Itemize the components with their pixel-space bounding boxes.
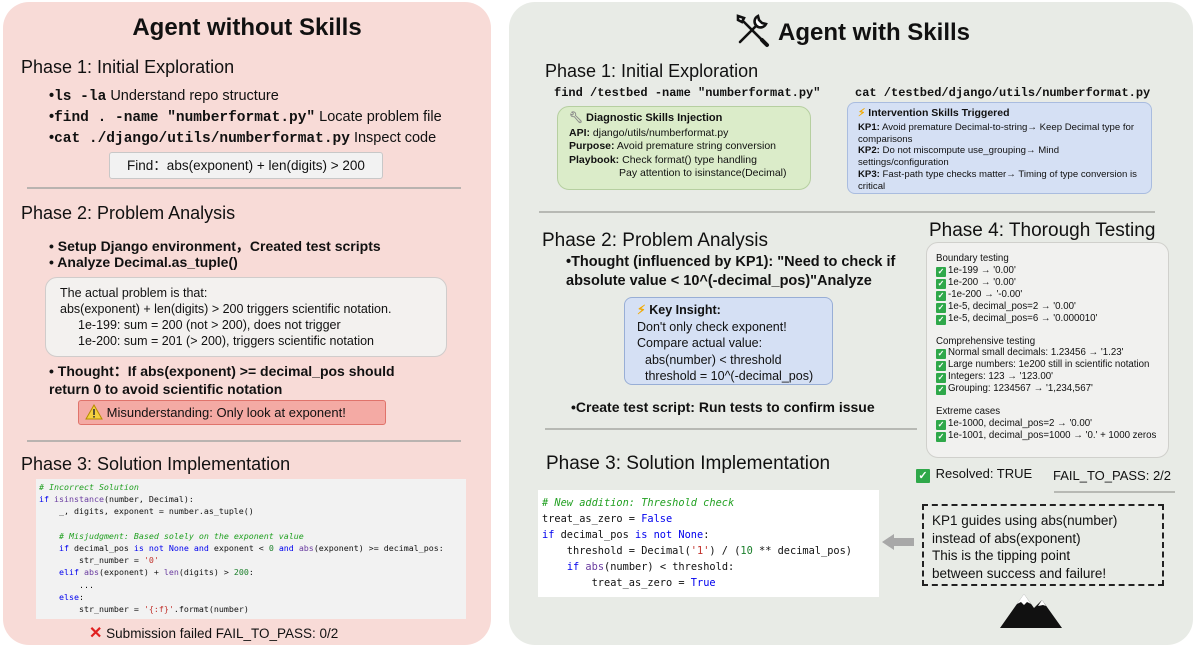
mountain-icon — [1000, 594, 1062, 628]
analysis-line: abs(exponent) + len(digits) > 200 trigge… — [60, 302, 392, 316]
analysis-line: 1e-199: sum = 200 (not > 200), does not … — [78, 318, 341, 332]
key-insight-box: ⚡︎ Key Insight: Don't only check exponen… — [624, 297, 833, 385]
checkmark-icon: ✓ — [916, 469, 930, 483]
test-item: ✓1e-1000, decimal_pos=2 → '0.00' — [936, 417, 1092, 430]
right-phase2-title: Phase 2: Problem Analysis — [542, 230, 769, 251]
wrench-icon: 🔧︎ — [569, 112, 583, 124]
cmd-cat: cat /testbed/django/utils/numberformat.p… — [855, 86, 1151, 100]
warning-box: Misunderstanding: Only look at exponent! — [78, 400, 386, 425]
agent-with-skills-panel: Agent with Skills Phase 1: Initial Explo… — [509, 2, 1193, 645]
intervention-skills-box: ⚡︎ Intervention Skills Triggered KP1: Av… — [847, 102, 1152, 194]
checkmark-icon: ✓ — [936, 278, 946, 289]
left-phase1-title: Phase 1: Initial Exploration — [21, 57, 235, 77]
testing-box: Boundary testing ✓1e-199 → '0.00' ✓1e-20… — [926, 242, 1169, 458]
divider — [27, 440, 461, 442]
lightning-icon: ⚡︎ — [858, 107, 866, 119]
test-item: ✓Large numbers: 1e200 still in scientifi… — [936, 359, 1150, 372]
test-item: ✓1e-199 → '0.00' — [936, 264, 1016, 277]
divider — [27, 187, 461, 189]
tipping-point-box: KP1 guides using abs(number) instead of … — [922, 504, 1164, 586]
list-item: •cat ./django/utils/numberformat.py Insp… — [49, 130, 437, 147]
right-phase4-title: Phase 4: Thorough Testing — [929, 220, 1156, 241]
left-title: Agent without Skills — [132, 14, 362, 41]
incorrect-code-block: # Incorrect Solution if isinstance(numbe… — [36, 479, 466, 619]
left-arrow-icon — [882, 534, 914, 550]
divider — [539, 211, 1155, 213]
fail-to-pass-result: FAIL_TO_PASS: 2/2 — [1053, 468, 1172, 483]
create-test-script: •Create test script: Run tests to confir… — [571, 399, 875, 415]
test-item: ✓Normal small decimals: 1.23456 → '1.23' — [936, 347, 1124, 360]
test-item: ✓1e-1001, decimal_pos=1000 → '0.' + 1000… — [936, 429, 1157, 442]
analysis-line: 1e-200: sum = 201 (> 200), triggers scie… — [78, 334, 374, 348]
test-item: ✓1e-5, decimal_pos=2 → '0.00' — [936, 300, 1076, 313]
cmd-find: find /testbed -name "numberformat.py" — [554, 86, 821, 100]
checkmark-icon: ✓ — [936, 361, 946, 372]
agent-without-skills-panel: Agent without Skills Phase 1: Initial Ex… — [3, 2, 491, 645]
left-phase3-title: Phase 3: Solution Implementation — [21, 454, 291, 474]
checkmark-icon: ✓ — [936, 266, 946, 277]
cross-icon: ✕ — [89, 625, 103, 642]
test-item: ✓Integers: 123 → '123.00' — [936, 371, 1053, 384]
checkmark-icon: ✓ — [936, 419, 946, 430]
resolved-status: ✓ Resolved: TRUE — [916, 466, 1032, 483]
right-phase3-title: Phase 3: Solution Implementation — [546, 453, 831, 474]
analysis-box: The actual problem is that: abs(exponent… — [45, 277, 447, 357]
right-title-group: Agent with Skills — [509, 10, 1193, 50]
test-item: ✓1e-5, decimal_pos=6 → '0.000010' — [936, 312, 1098, 325]
right-title: Agent with Skills — [777, 19, 971, 46]
find-box: Find：abs(exponent) + len(digits) > 200 — [109, 152, 383, 179]
divider — [545, 428, 917, 430]
checkmark-icon: ✓ — [936, 349, 946, 360]
left-phase1-list: •ls -la Understand repo structure •find … — [49, 88, 442, 151]
analysis-line: The actual problem is that: — [60, 286, 208, 300]
checkmark-icon: ✓ — [936, 373, 946, 384]
left-phase2-bullets: • Setup Django environment，Created test … — [49, 236, 381, 272]
test-item: ✓1e-200 → '0.00' — [936, 276, 1016, 289]
test-group-label: Boundary testing — [936, 253, 1009, 264]
checkmark-icon: ✓ — [936, 431, 946, 442]
checkmark-icon: ✓ — [936, 385, 946, 396]
list-item: •find . -name "numberformat.py" Locate p… — [49, 109, 442, 126]
tools-icon — [736, 14, 769, 47]
test-item: ✓Grouping: 1234567 → '1,234,567' — [936, 383, 1093, 396]
list-item: • Analyze Decimal.as_tuple() — [49, 254, 238, 270]
threshold-code-block: # New addition: Threshold check treat_as… — [538, 490, 879, 597]
list-item: • Setup Django environment，Created test … — [49, 238, 381, 254]
left-thought: • Thought：If abs(exponent) >= decimal_po… — [49, 363, 395, 397]
test-group-label: Extreme cases — [936, 406, 1001, 418]
left-phase2-title: Phase 2: Problem Analysis — [21, 203, 236, 223]
diagnostic-skills-box: 🔧︎ Diagnostic Skills Injection API: djan… — [557, 106, 811, 190]
right-thought: •Thought (influenced by KP1): "Need to c… — [566, 254, 896, 289]
divider — [1054, 491, 1175, 493]
test-item: ✓-1e-200 → '-0.00' — [936, 288, 1023, 301]
warning-text: Misunderstanding: Only look at exponent! — [106, 405, 346, 420]
test-group-label: Comprehensive testing — [936, 335, 1036, 347]
submission-failed: ✕ Submission failed FAIL_TO_PASS: 0/2 — [89, 625, 339, 642]
checkmark-icon: ✓ — [936, 302, 946, 313]
list-item: •ls -la Understand repo structure — [49, 88, 279, 105]
checkmark-icon: ✓ — [936, 314, 946, 325]
right-phase1-title: Phase 1: Initial Exploration — [545, 61, 759, 81]
warning-icon — [85, 403, 103, 420]
checkmark-icon: ✓ — [936, 290, 946, 301]
lightning-icon: ⚡︎ — [637, 303, 646, 317]
